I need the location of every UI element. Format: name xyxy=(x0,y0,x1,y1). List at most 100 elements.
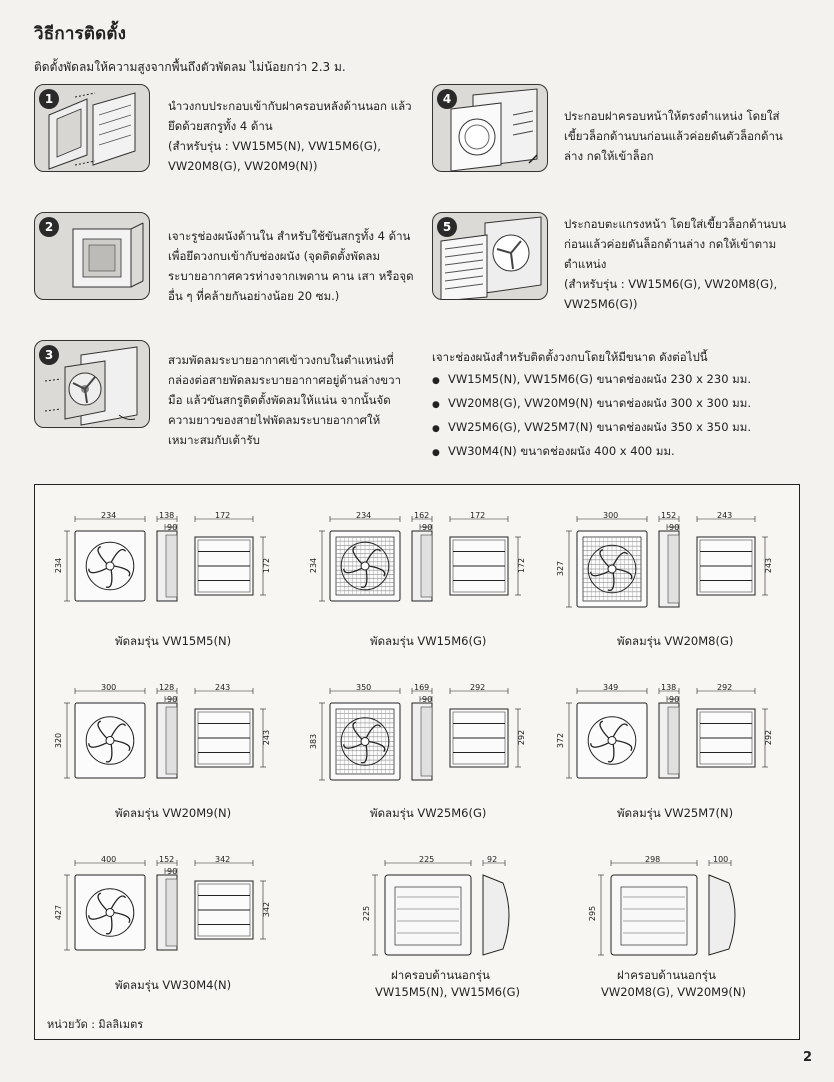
step-5-text: ประกอบตะแกรงหน้า โดยใส่เขี้ยวล็อกด้านบน … xyxy=(564,214,786,314)
step-number-badge: 2 xyxy=(39,217,59,237)
fan-mounting-drawing xyxy=(44,346,138,426)
frame-assembly-drawing xyxy=(48,92,136,170)
bullet-icon: ● xyxy=(432,448,440,458)
dimension-label: 162 xyxy=(414,511,430,520)
step-line: อื่น ๆ ที่คล้ายกันอย่างน้อย 20 ซม.) xyxy=(168,289,340,303)
step-line: VW25M6(G)) xyxy=(564,297,638,311)
dimension-label: 234 xyxy=(356,511,372,520)
step-number-badge: 1 xyxy=(39,89,59,109)
dimension-label: 100 xyxy=(713,855,729,864)
step-line: ยึดด้วยสกรูทั้ง 4 ด้าน xyxy=(168,119,273,133)
dimension-label: 383 xyxy=(309,733,319,749)
step-line: (สำหรับรุ่น : VW15M5(N), VW15M6(G), xyxy=(168,139,381,153)
dimension-label: 225 xyxy=(362,905,372,922)
step-3-illustration: 3 xyxy=(34,340,150,428)
fan-dimension-svg xyxy=(319,688,521,781)
step-number-badge: 3 xyxy=(39,345,59,365)
fan-dimension-svg xyxy=(64,516,266,602)
fan-dimension-svg xyxy=(64,860,266,951)
step-line: มือ แล้วขันสกรูติดตั้งพัดลมให้แน่น จากนั… xyxy=(168,393,391,407)
dimension-label: 320 xyxy=(54,732,64,748)
dimension-label: 169 xyxy=(414,683,430,692)
model-caption: พัดลมรุ่น VW15M5(N) xyxy=(115,634,232,648)
dimension-label: 90 xyxy=(669,523,680,532)
step-number-badge: 4 xyxy=(437,89,457,109)
dimension-label: 400 xyxy=(101,855,117,864)
step-line: ประกอบฝาครอบหน้าให้ตรงตำแหน่ง โดยใส่ xyxy=(564,109,780,123)
front-cover-drawing xyxy=(450,88,538,171)
dimension-label: 92 xyxy=(487,855,498,864)
requirements-title: เจาะช่องผนังสำหรับติดตั้งวงกบโดยให้มีขนา… xyxy=(432,350,708,364)
dimension-label: 292 xyxy=(470,683,486,692)
dimension-label: 342 xyxy=(215,855,231,864)
dimension-label: 90 xyxy=(167,523,178,532)
step-4-text: ประกอบฝาครอบหน้าให้ตรงตำแหน่ง โดยใส่ เขี… xyxy=(564,106,783,166)
requirement-item: ● VW30M4(N) ขนาดช่องผนัง 400 x 400 มม. xyxy=(432,440,751,464)
bullet-icon: ● xyxy=(432,424,440,434)
dimension-label: 372 xyxy=(556,732,566,748)
dimension-label: 172 xyxy=(215,511,231,520)
dimension-label: 300 xyxy=(603,511,619,520)
bullet-icon: ● xyxy=(432,376,440,386)
step-line: VW20M8(G), VW20M9(N)) xyxy=(168,159,318,173)
cover-dimension-svg xyxy=(372,860,510,956)
requirement-text: VW30M4(N) ขนาดช่องผนัง 400 x 400 มม. xyxy=(448,444,675,458)
dimension-label: 298 xyxy=(645,855,661,864)
dimension-label: 327 xyxy=(556,560,566,577)
step-2-text: เจาะรูช่องผนังด้านใน สำหรับใช้ขันสกรูทั้… xyxy=(168,226,414,306)
page-number: 2 xyxy=(802,1050,812,1065)
page-heading: วิธีการติดตั้ง xyxy=(34,24,127,44)
dimension-label: 128 xyxy=(159,683,175,692)
step-line: กล่องต่อสายพัดลมระบายอากาศอยู่ด้านล่างขว… xyxy=(168,373,402,387)
cover-dimension-svg xyxy=(598,860,736,956)
step-line: นำวงกบประกอบเข้ากับฝาครอบหลังด้านนอก แล้… xyxy=(168,99,412,113)
requirement-item: ● VW15M5(N), VW15M6(G) ขนาดช่องผนัง 230 x… xyxy=(432,368,751,392)
dimension-label: 90 xyxy=(167,695,178,704)
dimension-label: 243 xyxy=(717,511,733,520)
step-1-illustration: 1 xyxy=(34,84,150,172)
dimension-label: 172 xyxy=(470,511,486,520)
model-caption: พัดลมรุ่น VW25M6(G) xyxy=(370,806,487,820)
cover-caption-models: VW20M8(G), VW20M9(N) xyxy=(601,985,746,999)
dimension-label: 90 xyxy=(422,523,433,532)
step-line: สวมพัดลมระบายอากาศเข้าวงกบในตำแหน่งที่ xyxy=(168,353,394,367)
step-line: เหมาะสมกับเต้ารับ xyxy=(168,433,260,447)
dimension-label: 90 xyxy=(167,867,178,876)
dimension-label: 243 xyxy=(215,683,231,692)
dimension-label: 292 xyxy=(517,729,527,746)
step-1-text: นำวงกบประกอบเข้ากับฝาครอบหลังด้านนอก แล้… xyxy=(168,96,412,176)
dimension-label: 152 xyxy=(159,855,175,864)
dimension-label: 295 xyxy=(588,905,598,922)
dimension-label: 349 xyxy=(603,683,619,692)
requirement-item: ● VW25M6(G), VW25M7(N) ขนาดช่องผนัง 350 x… xyxy=(432,416,751,440)
requirement-text: VW20M8(G), VW20M9(N) ขนาดช่องผนัง 300 x … xyxy=(448,396,751,410)
bullet-icon: ● xyxy=(432,400,440,410)
dimension-label: 300 xyxy=(101,683,117,692)
cover-caption-models: VW15M5(N), VW15M6(G) xyxy=(375,985,520,999)
dimension-label: 292 xyxy=(764,729,774,746)
dimension-label: 427 xyxy=(54,904,64,920)
step-line: ประกอบตะแกรงหน้า โดยใส่เขี้ยวล็อกด้านบน xyxy=(564,217,787,231)
requirement-text: VW15M5(N), VW15M6(G) ขนาดช่องผนัง 230 x … xyxy=(448,372,751,386)
model-caption: พัดลมรุ่น VW25M7(N) xyxy=(617,806,734,820)
fan-dimension-svg xyxy=(64,688,266,779)
fan-dimension-svg xyxy=(566,516,768,608)
dimension-label: 152 xyxy=(661,511,677,520)
dimension-label: 138 xyxy=(661,683,677,692)
dimension-label: 243 xyxy=(764,557,774,574)
step-line: ล่าง กดให้เข้าล็อก xyxy=(564,149,654,163)
dimension-label: 172 xyxy=(517,557,527,574)
requirement-text: VW25M6(G), VW25M7(N) ขนาดช่องผนัง 350 x … xyxy=(448,420,751,434)
cover-caption: ฝาครอบด้านนอกรุ่น xyxy=(391,968,490,982)
model-caption: พัดลมรุ่น VW30M4(N) xyxy=(115,978,232,992)
step-line: (สำหรับรุ่น : VW15M6(G), VW20M8(G), xyxy=(564,277,778,291)
model-caption: พัดลมรุ่น VW20M9(N) xyxy=(115,806,232,820)
wall-drilling-drawing xyxy=(72,222,144,288)
